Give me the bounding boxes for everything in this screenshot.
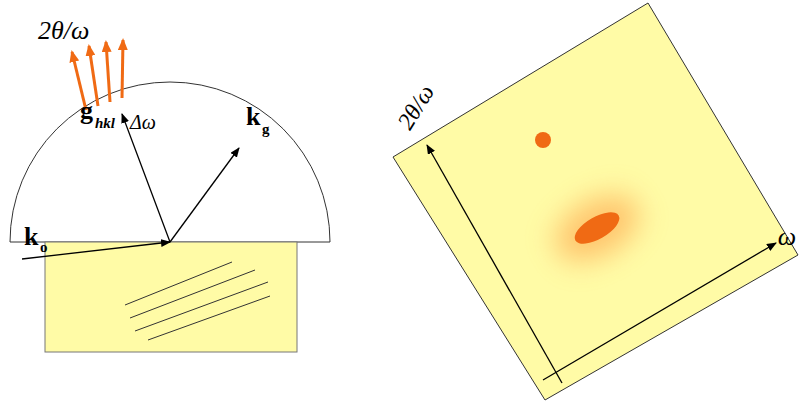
scan-label: 2θ/ω [38,18,89,44]
vector-symbol: k [24,224,38,250]
layer-peak-halo [543,181,651,275]
lattice-planes [125,262,270,340]
sample [45,242,297,352]
layer-peak [570,206,624,250]
map-frame [393,3,798,400]
vector-symbol: g [80,98,93,124]
vector-subscript: hkl [95,116,115,131]
map-axes [427,145,776,383]
substrate-peak [535,132,551,148]
rocking-label: Δω [130,112,156,132]
vector-subscript: o [40,240,48,255]
scan-arrows [72,40,123,110]
axis-label: 2θ/ω [393,81,438,134]
wave-vectors [22,114,239,259]
ewald-hemisphere [10,82,330,242]
vector-symbol: k [246,104,260,130]
vector-subscript: g [262,122,270,137]
axis-label: ω [778,224,796,250]
